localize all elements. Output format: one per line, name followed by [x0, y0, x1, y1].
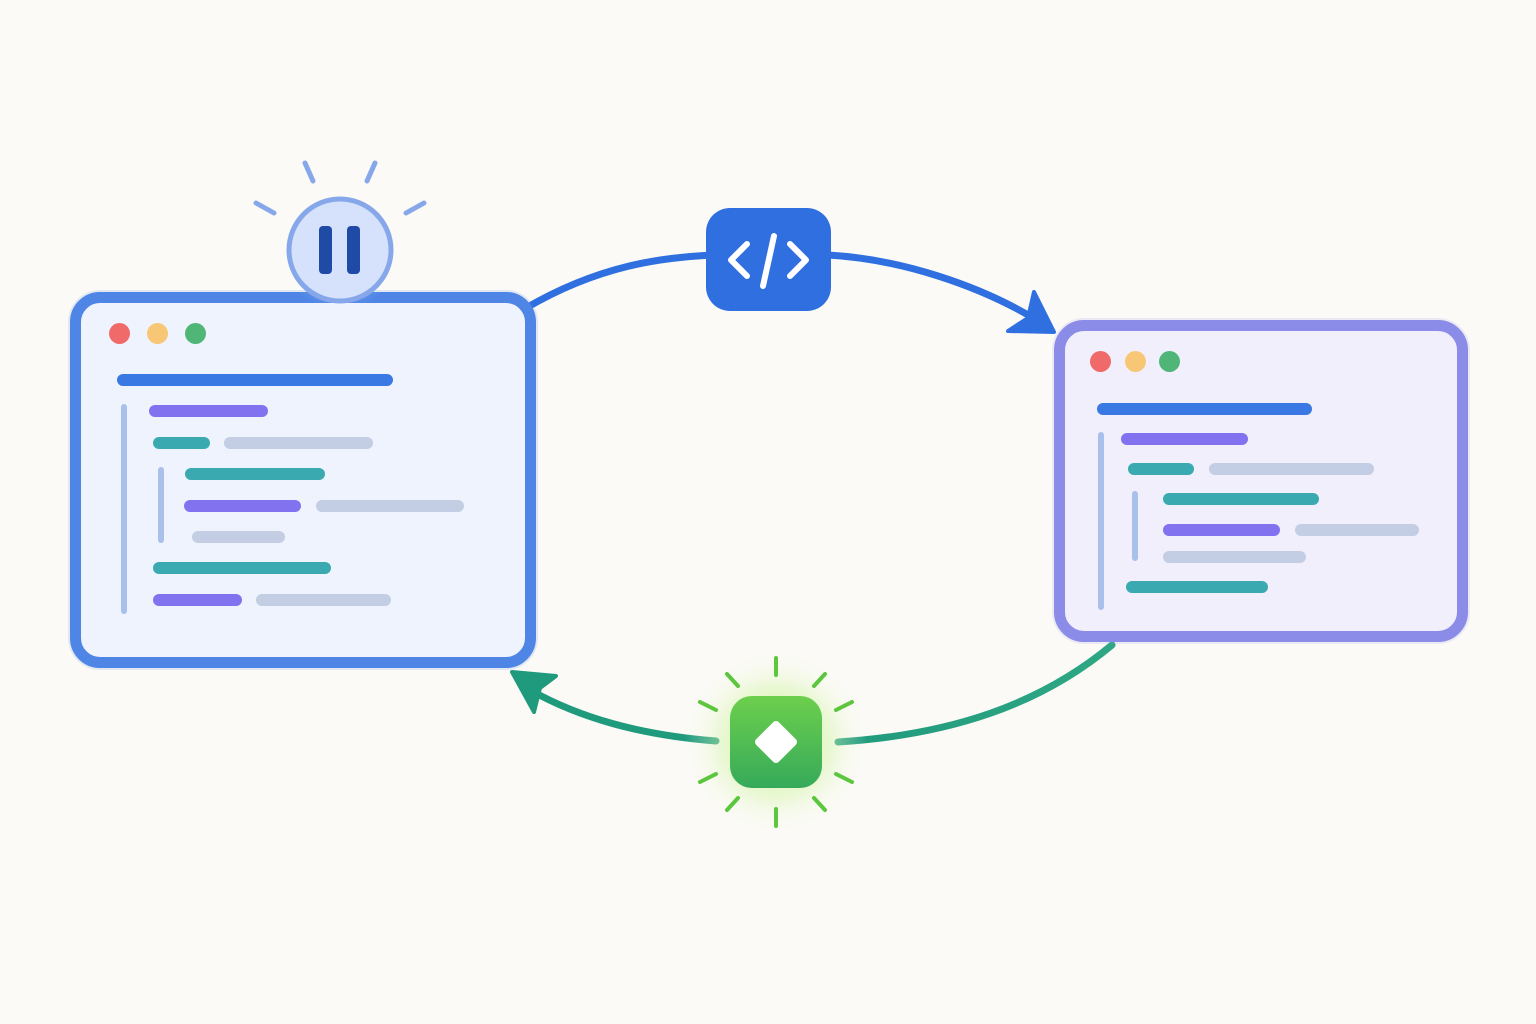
- code-badge: [706, 208, 831, 311]
- pause-rays-icon: [253, 160, 427, 216]
- forward-arrow: [522, 251, 716, 312]
- indent-guide: [1098, 432, 1104, 610]
- pause-icon: [319, 226, 360, 274]
- code-line: [184, 500, 301, 512]
- forward-arrowhead-icon: [1006, 290, 1056, 334]
- close-dot-icon: [1090, 351, 1111, 372]
- minimize-dot-icon: [147, 323, 168, 344]
- return-arrowhead-icon: [510, 670, 558, 714]
- code-icon: [728, 233, 809, 289]
- maximize-dot-icon: [185, 323, 206, 344]
- indent-guide: [158, 467, 164, 543]
- minimize-dot-icon: [1125, 351, 1146, 372]
- code-line: [1209, 463, 1374, 475]
- code-line: [316, 500, 464, 512]
- indent-guide: [121, 404, 127, 614]
- code-line: [153, 562, 331, 574]
- maximize-dot-icon: [1159, 351, 1180, 372]
- code-line: [153, 437, 210, 449]
- run-badge: [684, 650, 868, 834]
- code-line: [1163, 551, 1306, 563]
- code-line: [153, 594, 242, 606]
- code-line: [1295, 524, 1419, 536]
- code-line: [1121, 433, 1248, 445]
- code-line: [1126, 581, 1268, 593]
- return-arrow: [834, 641, 1116, 746]
- run-rays-icon: [698, 656, 854, 828]
- code-line: [224, 437, 373, 449]
- code-line: [117, 374, 393, 386]
- code-line: [192, 531, 285, 543]
- code-line: [1163, 524, 1280, 536]
- close-dot-icon: [109, 323, 130, 344]
- forward-arrow-tail: [824, 251, 1044, 326]
- indent-guide: [1132, 491, 1138, 561]
- pause-badge: [253, 160, 427, 310]
- code-line: [1097, 403, 1312, 415]
- code-line: [1128, 463, 1194, 475]
- code-line: [256, 594, 391, 606]
- diamond-icon: [755, 721, 797, 763]
- code-line: [1163, 493, 1319, 505]
- code-line: [185, 468, 325, 480]
- target-code-window: [1054, 320, 1468, 642]
- code-line: [149, 405, 268, 417]
- source-code-window: [70, 292, 536, 668]
